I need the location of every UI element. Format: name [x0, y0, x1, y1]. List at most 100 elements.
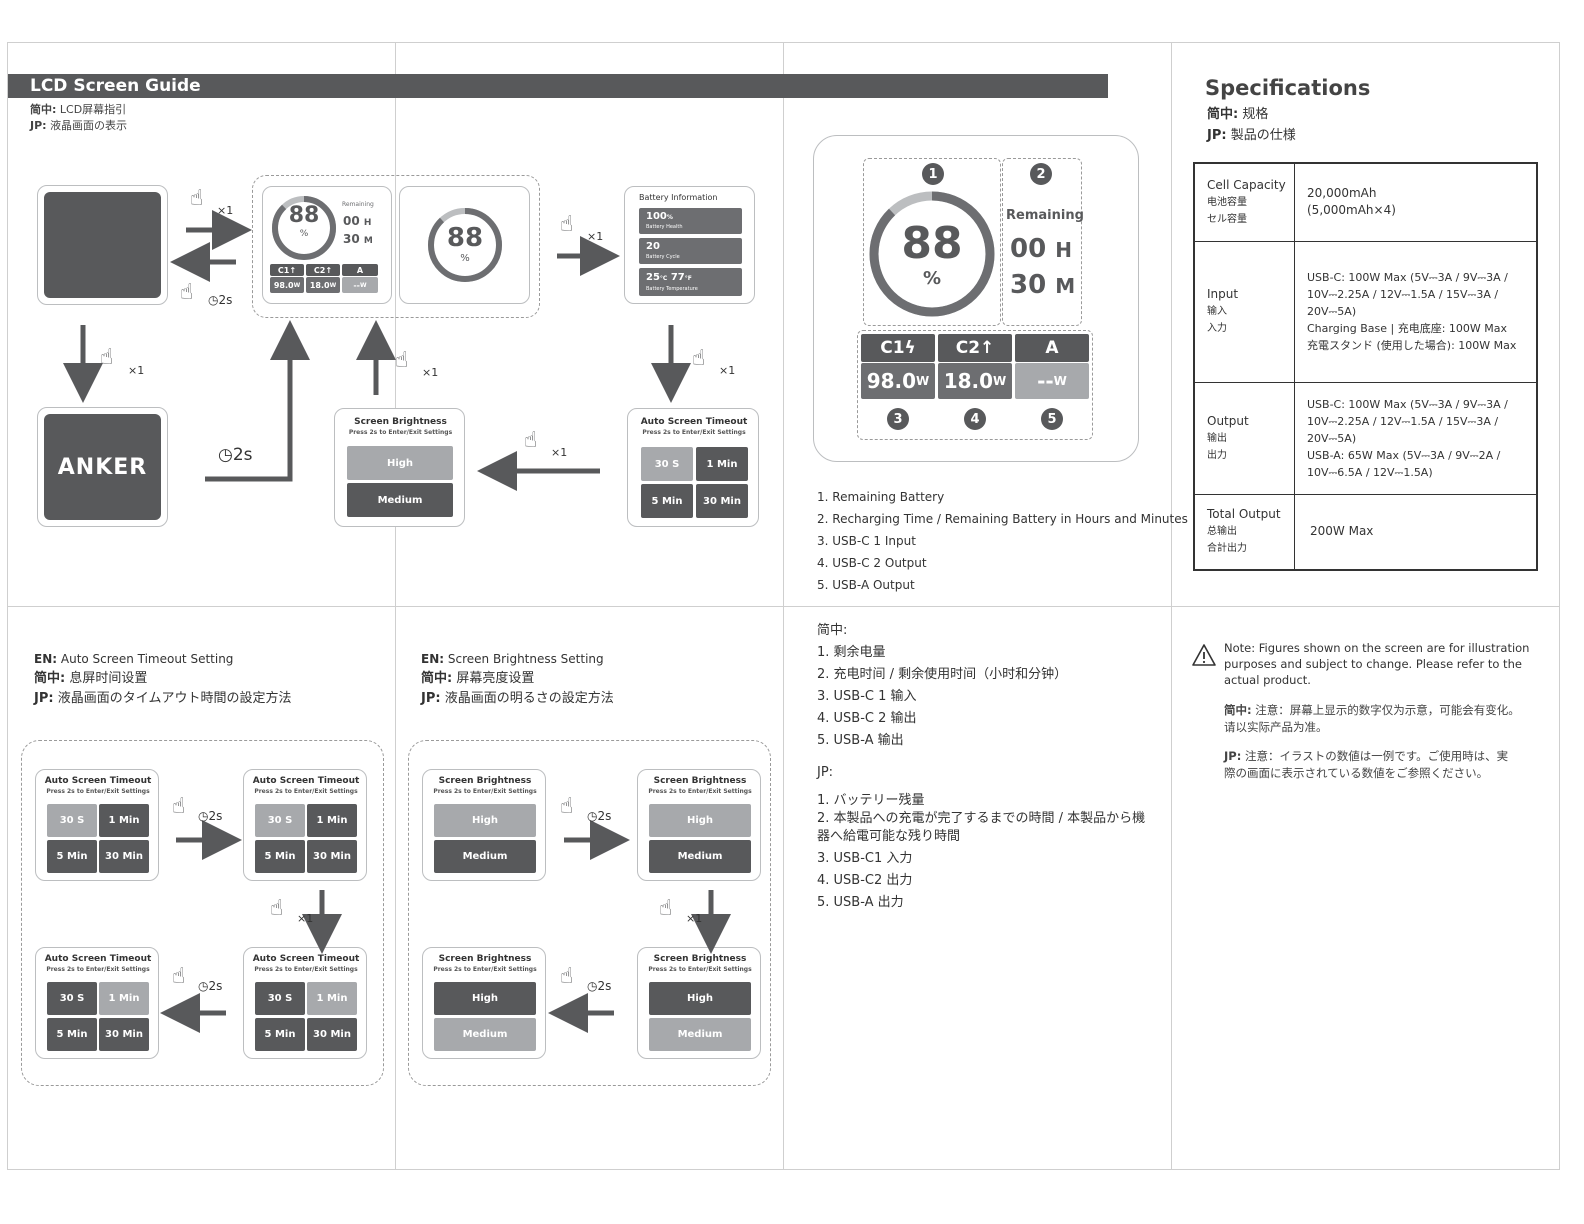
hours-readout: 00 H	[343, 214, 372, 228]
timer-icon: ◷	[198, 979, 209, 993]
specs-zh: 简中: 规格	[1207, 107, 1269, 122]
battery-percent-large: 88	[901, 218, 963, 269]
setting-flow-arrows	[160, 820, 731, 1033]
brightness-high: High	[649, 804, 751, 837]
battery-ring	[272, 196, 336, 260]
remaining-label: Remaining	[1006, 208, 1084, 223]
auto-timeout-card: Auto Screen Timeout Press 2s to Enter/Ex…	[627, 408, 759, 527]
flow-arrows	[63, 210, 691, 491]
brightness-subtitle: Press 2s to Enter/Exit Settings	[433, 788, 537, 795]
brightness-high: High	[434, 982, 536, 1015]
timeout-30s: 30 S	[47, 982, 97, 1015]
hand-tap-icon: ☝	[100, 345, 114, 370]
timeout-30s: 30 S	[641, 447, 693, 481]
fold-line	[7, 606, 1560, 607]
hand-tap-icon: ☝	[560, 212, 574, 237]
timer-hold: ◷2s	[198, 809, 223, 823]
timeout-5min: 5 Min	[255, 1018, 305, 1051]
timeout-5min: 5 Min	[47, 1018, 97, 1051]
timeout-5min: 5 Min	[47, 840, 97, 873]
brightness-title: Screen Brightness	[438, 954, 532, 964]
hand-tap-icon: ☝	[524, 428, 538, 453]
port-c2-label: C2↑	[938, 334, 1012, 362]
brightness-steps-group	[408, 740, 771, 1086]
legend-item: 3. USB-C 1 输入	[817, 689, 917, 704]
tap-count: ×1	[422, 366, 439, 379]
brightness-title: Screen Brightness	[653, 776, 747, 786]
spec-value: USB-C: 100W Max (5V⎓3A / 9V⎓3A /10V⎓2.25…	[1294, 381, 1538, 495]
hand-tap-icon: ☝	[270, 896, 284, 921]
note-en: Note: Figures shown on the screen are fo…	[1224, 641, 1530, 687]
marker-1: 1	[922, 163, 944, 185]
tap-count: ×1	[686, 912, 703, 925]
auto-timeout-title: Auto Screen Timeout	[640, 417, 748, 427]
legend-item: 1. Remaining Battery	[817, 490, 945, 504]
logo-screen: ANKER	[44, 414, 161, 520]
brightness-title: Screen Brightness	[354, 417, 447, 427]
brightness-medium: Medium	[434, 840, 536, 873]
port-a-value: --W	[1015, 363, 1089, 399]
spec-value: USB-C: 100W Max (5V⎓3A / 9V⎓3A /10V⎓2.25…	[1294, 240, 1538, 383]
minutes-readout: 30 M	[1010, 270, 1076, 300]
anker-logo: ANKER	[57, 454, 148, 480]
hours-readout: 00 H	[1010, 234, 1072, 264]
timeout-section-zh: 简中: 息屏时间设置	[34, 671, 148, 686]
region-3-5	[857, 330, 1093, 440]
timeout-section-jp: JP: 液晶画面のタイムアウト時間の設定方法	[34, 691, 292, 706]
port-a-label: A	[342, 264, 378, 276]
note-jp: JP: 注意：イラストの数値は一例です。ご使用時は、実際の画面に表示されている数…	[1224, 749, 1509, 780]
blank-screen	[44, 192, 161, 298]
brightness-title: Screen Brightness	[653, 954, 747, 964]
timeout-30min: 30 Min	[99, 840, 149, 873]
hand-tap-icon: ☝	[190, 186, 204, 211]
auto-timeout-title: Auto Screen Timeout	[252, 776, 360, 786]
timeout-30s: 30 S	[255, 804, 305, 837]
legend-item: 3. USB-C1 入力	[817, 851, 913, 866]
hand-tap-icon: ☝	[172, 964, 186, 989]
legend-heading: JP:	[817, 765, 834, 780]
auto-timeout-subtitle: Press 2s to Enter/Exit Settings	[254, 788, 358, 795]
tap-count: ×1	[297, 912, 314, 925]
legend-zh: 简中: 1. 剩余电量 2. 充电时间 / 剩余使用时间（小时和分钟） 3. U…	[817, 620, 1067, 752]
lcd-guide-zh: 简中: LCD屏幕指引	[30, 103, 127, 116]
legend-item: 器へ給電可能な残り時間	[817, 829, 961, 844]
battery-percent: 88	[288, 203, 320, 228]
timer-hold: ◷2s	[218, 445, 253, 465]
legend-jp: JP: 1. バッテリー残量 2. 本製品への充電が完了するまでの時間 / 本製…	[817, 764, 1145, 912]
legend-item: 5. USB-A 输出	[817, 733, 904, 748]
auto-timeout-subtitle: Press 2s to Enter/Exit Settings	[254, 966, 358, 973]
timeout-30min: 30 Min	[307, 840, 357, 873]
timeout-30s: 30 S	[255, 982, 305, 1015]
timer-icon: ◷	[208, 293, 219, 307]
hand-tap-icon: ☝	[560, 794, 574, 819]
brightness-section-en: EN: Screen Brightness Setting	[421, 652, 604, 666]
legend-en: 1. Remaining Battery 2. Recharging Time …	[817, 486, 1188, 596]
tap-count: ×1	[719, 364, 736, 377]
brightness-subtitle: Press 2s to Enter/Exit Settings	[348, 429, 453, 436]
marker-5: 5	[1041, 408, 1063, 430]
timer-hold: ◷2s	[208, 293, 233, 307]
percent-unit: %	[460, 253, 470, 264]
auto-timeout-subtitle: Press 2s to Enter/Exit Settings	[46, 966, 150, 973]
region-1	[863, 158, 1001, 326]
region-2	[1002, 158, 1082, 326]
brightness-high: High	[434, 804, 536, 837]
brightness-subtitle: Press 2s to Enter/Exit Settings	[433, 966, 537, 973]
timeout-1min: 1 Min	[696, 447, 748, 481]
note-zh: 简中: 注意：屏幕上显示的数字仅为示意，可能会有变化。请以实际产品为准。	[1224, 703, 1520, 734]
brightness-medium: Medium	[434, 1018, 536, 1051]
